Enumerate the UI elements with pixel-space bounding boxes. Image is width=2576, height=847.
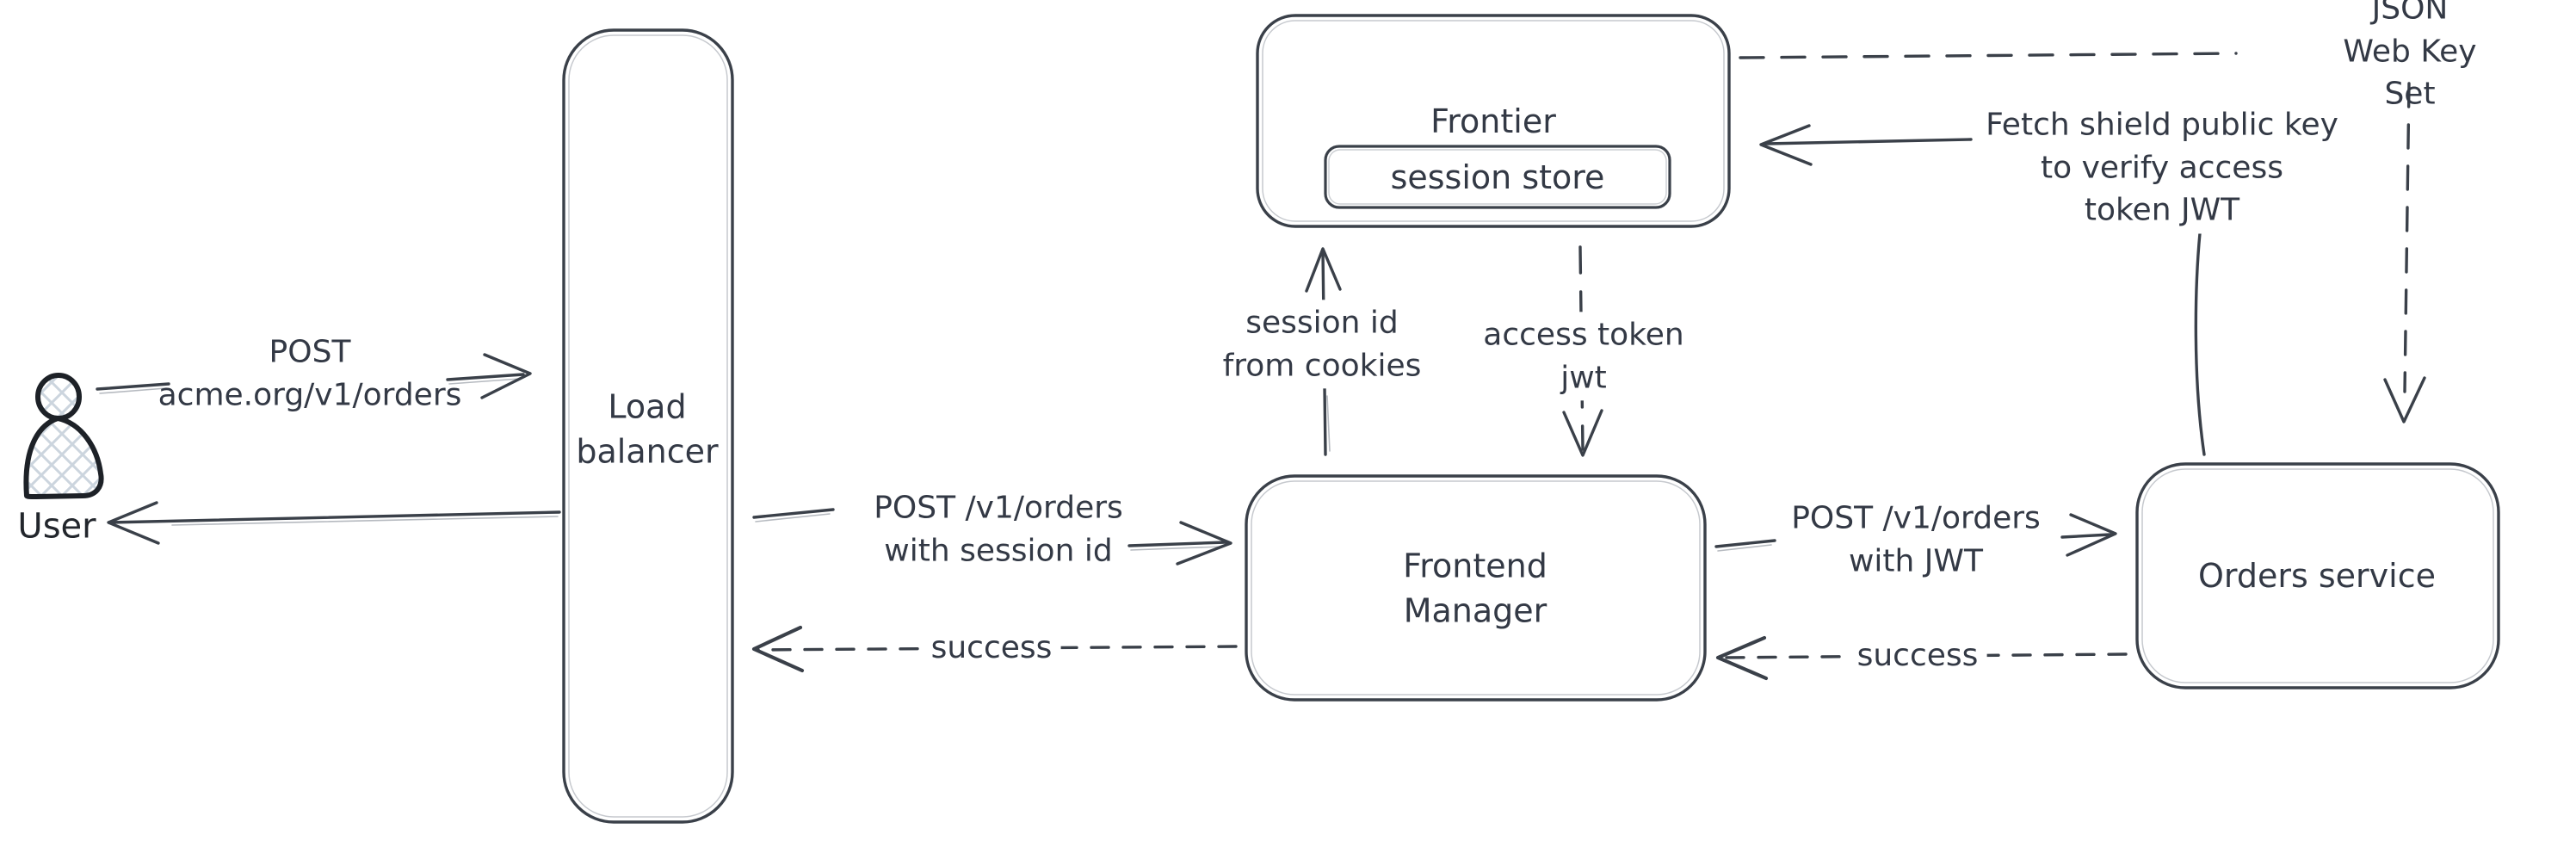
frontier-box bbox=[1256, 14, 1731, 228]
session-store-box-echo bbox=[1328, 149, 1667, 205]
edge-label-post-orders-jwt: POST /v1/orders with JWT bbox=[1791, 500, 2041, 578]
arrowhead-left bbox=[107, 501, 160, 545]
line-frontier-to-jwks bbox=[1739, 52, 2238, 59]
arrowhead-right bbox=[480, 353, 532, 399]
node-label-load-balancer: Load balancer bbox=[576, 387, 719, 471]
edge-label-access-token-jwt: access token jwt bbox=[1474, 312, 1693, 401]
user-icon bbox=[23, 373, 104, 499]
node-label-frontier: Frontier bbox=[1430, 102, 1556, 140]
arrowhead-down bbox=[2383, 376, 2426, 424]
arrowhead-right bbox=[2066, 513, 2117, 557]
edge-label-session-id-from-cookies: session id from cookies bbox=[1214, 300, 1430, 389]
arrowhead-right bbox=[1176, 521, 1232, 566]
node-label-orders-service: Orders service bbox=[2198, 556, 2436, 595]
arrow-orders-to-frontier-fetch bbox=[1759, 124, 2206, 456]
user-body bbox=[23, 416, 104, 499]
orders-service-box bbox=[2135, 462, 2500, 689]
frontend-manager-box bbox=[1245, 474, 1707, 702]
user-head bbox=[35, 373, 82, 421]
arrowhead-left bbox=[1715, 635, 1769, 681]
arrow-lb-to-user bbox=[107, 501, 561, 545]
load-balancer-box-echo bbox=[568, 34, 728, 818]
arrowhead-left bbox=[1759, 124, 1813, 166]
arrow-lb-to-fm bbox=[752, 508, 1232, 566]
arrowhead-left bbox=[751, 625, 805, 673]
edge-label-post-acme-orders: POST acme.org/v1/orders bbox=[158, 334, 462, 412]
arrowhead-down bbox=[1562, 409, 1603, 457]
edge-label-fetch-shield-public-key: Fetch shield public key to verify access… bbox=[1977, 102, 2347, 234]
arrowhead-up bbox=[1305, 247, 1342, 293]
node-label-user: User bbox=[17, 506, 96, 547]
orders-service-box-echo bbox=[2141, 468, 2494, 683]
node-label-session-store: session store bbox=[1390, 158, 1605, 196]
load-balancer-box bbox=[562, 28, 734, 824]
frontend-manager-box-echo bbox=[1251, 480, 1701, 696]
node-label-frontend-manager: Frontend Manager bbox=[1403, 547, 1547, 630]
arrow-jwks-to-orders bbox=[2383, 82, 2426, 424]
arrow-fm-to-orders bbox=[1714, 513, 2117, 557]
edge-label-success-left: success bbox=[922, 625, 1061, 671]
edge-label-post-orders-session-id: POST /v1/orders with session id bbox=[874, 490, 1123, 568]
edge-label-success-right: success bbox=[1848, 633, 1987, 679]
frontier-box-echo bbox=[1262, 20, 1725, 222]
edge-label-json-web-key-set: JSON Web Key Set bbox=[2343, 0, 2477, 112]
session-store-box bbox=[1324, 145, 1671, 209]
arrow-user-to-lb bbox=[96, 353, 532, 399]
